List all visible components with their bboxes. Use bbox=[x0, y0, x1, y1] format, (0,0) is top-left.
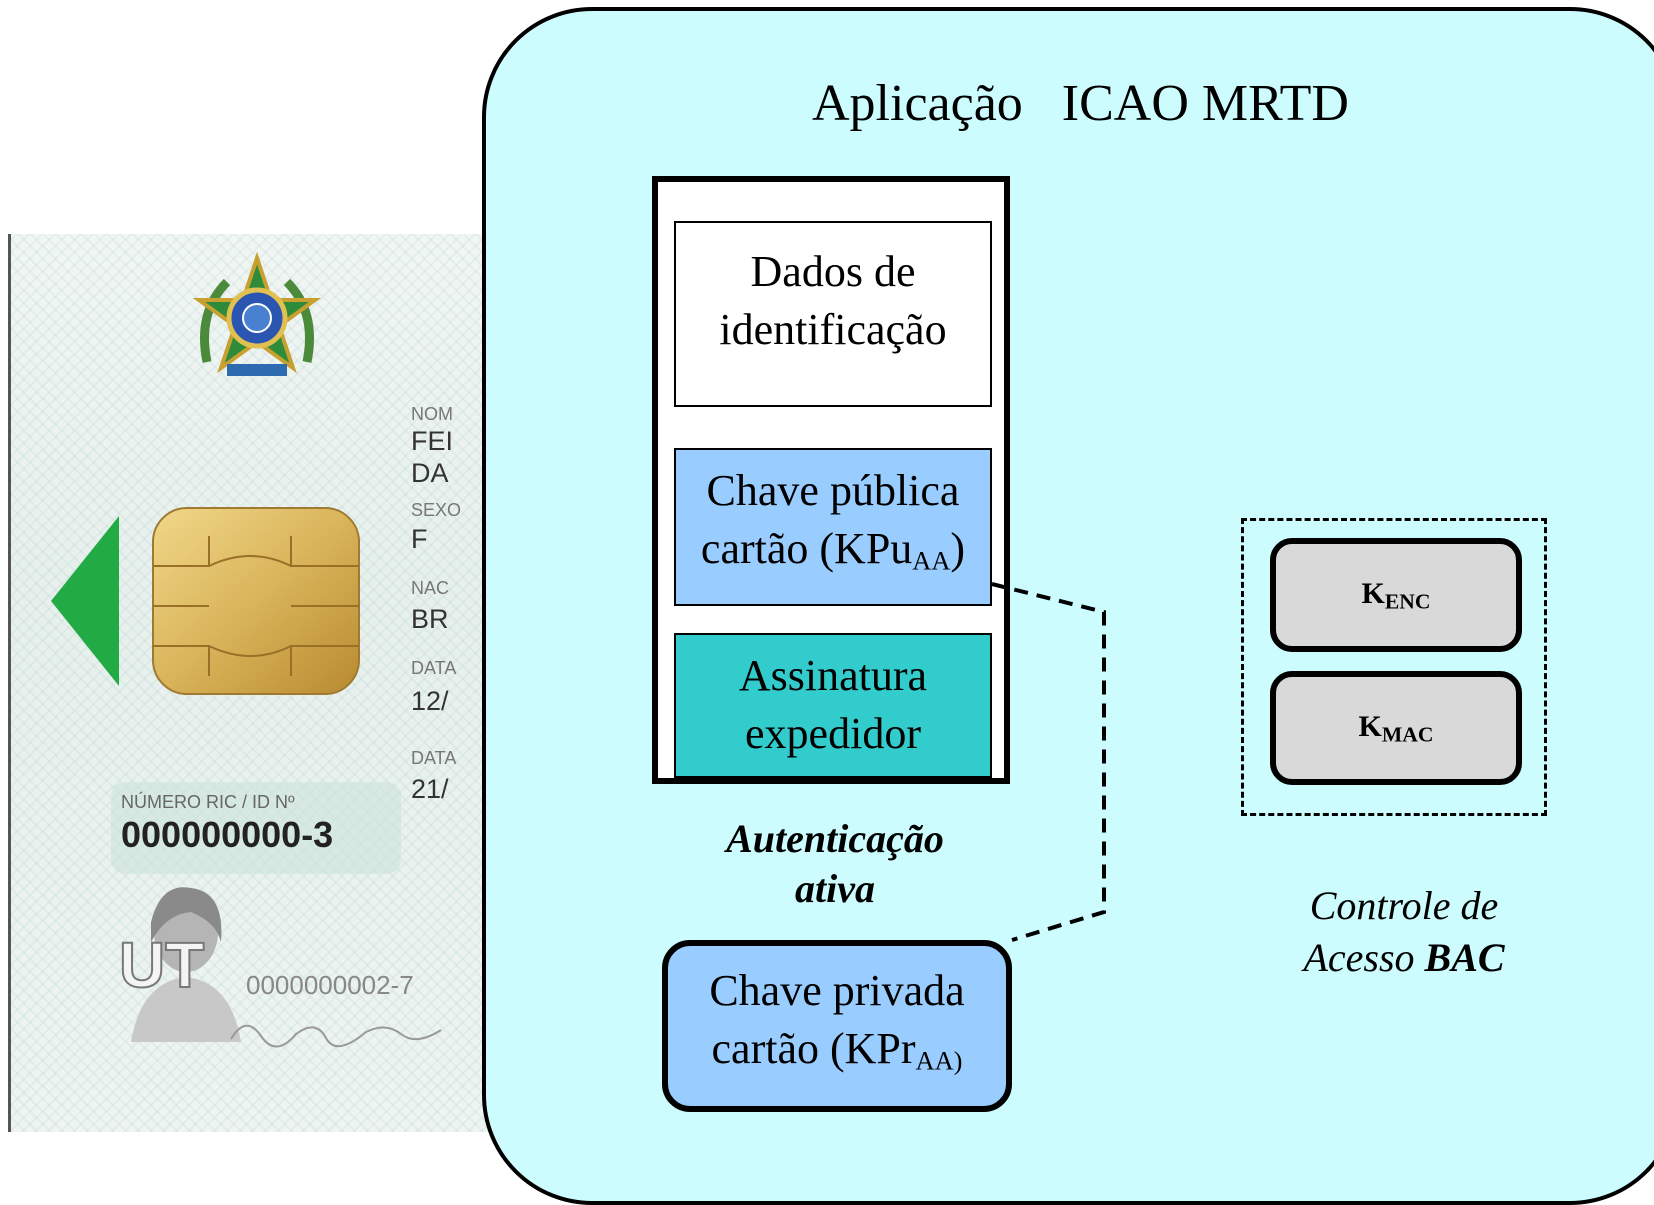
card-field-value: 21/ bbox=[411, 774, 449, 804]
signature bbox=[230, 1024, 442, 1048]
signature-line: expedidor bbox=[745, 709, 921, 758]
k-mac-key: KMAC bbox=[1270, 671, 1522, 785]
application-title: Aplicação ICAO MRTD bbox=[812, 75, 1349, 132]
auth-line: ativa bbox=[795, 866, 875, 911]
issuer-signature-block: Assinatura expedidor bbox=[674, 633, 992, 778]
portrait-photo bbox=[131, 887, 241, 1042]
card-field-value: DA bbox=[411, 458, 449, 488]
public-key-line: cartão (KPuAA) bbox=[700, 524, 966, 576]
bac-line: Acesso BAC bbox=[1303, 935, 1505, 980]
ric-number: 000000000-3 bbox=[121, 814, 334, 855]
card-public-key-block: Chave pública cartão (KPuAA) bbox=[674, 448, 992, 606]
active-authentication-label: Autenticação ativa bbox=[680, 814, 990, 914]
card-field-value: 12/ bbox=[411, 686, 449, 716]
card-field-label: NOM bbox=[411, 404, 453, 424]
id-card: NOM FEI DA SEXO F NAC BR DATA 12/ DATA 2… bbox=[8, 234, 571, 1132]
bac-line: Controle de bbox=[1309, 883, 1499, 928]
card-field-value: FEI bbox=[411, 426, 454, 456]
private-key-line: cartão (KPrAA) bbox=[711, 1024, 963, 1076]
coat-of-arms-icon bbox=[192, 252, 322, 376]
smart-chip-icon bbox=[152, 507, 360, 695]
card-field-label: NAC bbox=[411, 578, 450, 598]
identification-data-block: Dados de identificação bbox=[674, 221, 992, 407]
card-field-label: DATA bbox=[411, 658, 457, 678]
card-field-label: DATA bbox=[411, 748, 457, 768]
identification-data-line: Dados de bbox=[750, 247, 916, 296]
private-key-line: Chave privada bbox=[709, 966, 965, 1015]
ut-watermark: UT bbox=[118, 928, 205, 1002]
public-key-line: Chave pública bbox=[706, 466, 960, 515]
card-field-value: F bbox=[411, 524, 428, 554]
green-arrow-icon bbox=[51, 516, 119, 686]
signature-line: Assinatura bbox=[738, 651, 928, 700]
card-private-key-block: Chave privada cartão (KPrAA) bbox=[662, 940, 1012, 1112]
k-enc-key: KENC bbox=[1270, 538, 1522, 652]
ut-number: 0000000002-7 bbox=[246, 970, 414, 1000]
identification-data-line: identificação bbox=[719, 305, 947, 354]
bac-keys-container bbox=[1241, 518, 1547, 816]
bac-access-control-label: Controle de Acesso BAC bbox=[1284, 880, 1524, 984]
card-field-value: BR bbox=[411, 604, 449, 634]
ric-number-box bbox=[111, 782, 401, 874]
card-field-label: SEXO bbox=[411, 500, 462, 520]
auth-line: Autenticação bbox=[726, 816, 944, 861]
ric-label: NÚMERO RIC / ID Nº bbox=[121, 792, 295, 812]
